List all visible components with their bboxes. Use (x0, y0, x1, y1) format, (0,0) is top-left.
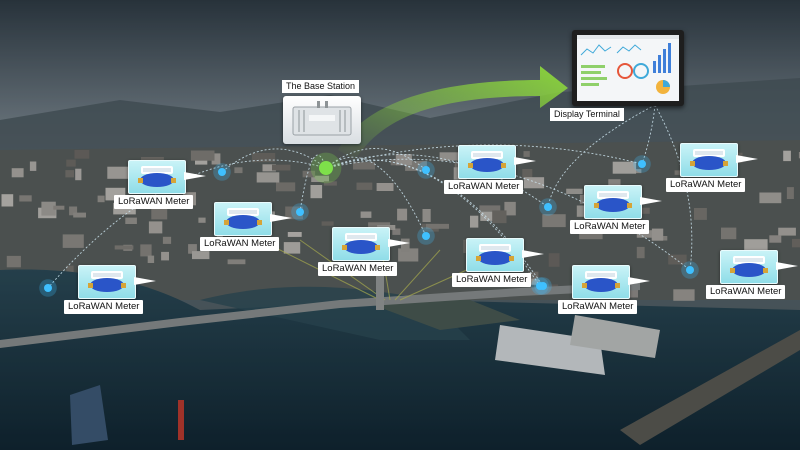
base-station-label: The Base Station (282, 80, 360, 93)
meter-pointer (640, 197, 662, 205)
lorawan-meter: LoRaWAN Meter (444, 145, 558, 205)
water-meter-icon (572, 265, 630, 299)
meter-pointer (776, 262, 798, 270)
lorawan-meter: LoRaWAN Meter (114, 160, 228, 220)
lorawan-meter: LoRaWAN Meter (64, 265, 178, 325)
water-meter-icon (720, 250, 778, 284)
meter-pointer (514, 157, 536, 165)
meter-label: LoRaWAN Meter (444, 180, 524, 194)
meter-pointer (270, 214, 292, 222)
lorawan-meter: LoRaWAN Meter (318, 227, 432, 287)
lorawan-meter: LoRaWAN Meter (452, 238, 566, 298)
meter-label: LoRaWAN Meter (318, 262, 398, 276)
base-station: The Base Station (280, 80, 366, 150)
meter-label: LoRaWAN Meter (706, 285, 786, 299)
lorawan-meter: LoRaWAN Meter (666, 143, 780, 203)
meter-label: LoRaWAN Meter (570, 220, 650, 234)
water-meter-icon (458, 145, 516, 179)
display-terminal: Display Terminal (548, 30, 688, 125)
meter-label: LoRaWAN Meter (666, 178, 746, 192)
water-meter-icon (680, 143, 738, 177)
meter-pointer (628, 277, 650, 285)
lorawan-meter: LoRaWAN Meter (570, 185, 684, 245)
water-meter-icon (214, 202, 272, 236)
lorawan-meter: LoRaWAN Meter (706, 250, 800, 310)
water-meter-icon (78, 265, 136, 299)
water-meter-icon (584, 185, 642, 219)
meter-pointer (388, 239, 410, 247)
display-terminal-label: Display Terminal (550, 108, 624, 121)
meter-pointer (134, 277, 156, 285)
meter-label: LoRaWAN Meter (200, 237, 280, 251)
water-meter-icon (332, 227, 390, 261)
meter-label: LoRaWAN Meter (114, 195, 194, 209)
meter-label: LoRaWAN Meter (64, 300, 144, 314)
meter-pointer (522, 250, 544, 258)
monitor-icon (572, 30, 684, 106)
water-meter-icon (466, 238, 524, 272)
gateway-device-icon (283, 96, 361, 144)
meter-label: LoRaWAN Meter (558, 300, 638, 314)
meter-pointer (184, 172, 206, 180)
water-meter-icon (128, 160, 186, 194)
dashboard-screen (577, 35, 679, 101)
lorawan-meter: LoRaWAN Meter (200, 202, 314, 262)
lorawan-meter: LoRaWAN Meter (558, 265, 672, 325)
meter-label: LoRaWAN Meter (452, 273, 532, 287)
meter-pointer (736, 155, 758, 163)
